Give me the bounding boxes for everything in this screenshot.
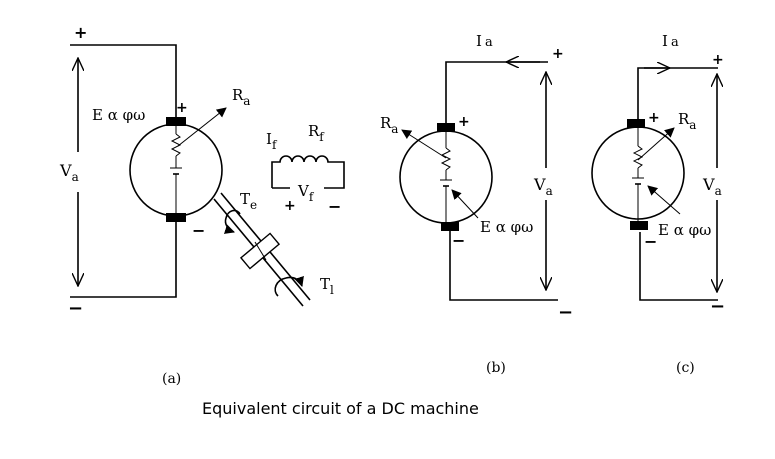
emf-label: E α φω	[480, 218, 533, 236]
top-wire	[70, 44, 177, 118]
emf-label: E α φω	[92, 106, 145, 124]
armature-resistor	[440, 147, 452, 171]
brush-minus: −	[192, 221, 205, 240]
brush-minus: −	[644, 232, 657, 251]
top-brush	[627, 119, 645, 128]
va-label: Va	[59, 161, 79, 184]
top-brush	[166, 117, 186, 126]
tl-label: Tl	[320, 275, 334, 297]
top-wire	[637, 67, 718, 119]
va-label: Va	[533, 175, 553, 198]
terminal-plus: +	[552, 46, 564, 62]
if-label: If	[266, 130, 278, 152]
emf-label: E α φω	[658, 221, 711, 239]
ra-label: Ra	[678, 110, 696, 132]
tl-arrow	[274, 275, 304, 297]
panel-label: (c)	[676, 360, 695, 376]
ra-leader	[637, 127, 675, 161]
field-winding	[271, 155, 345, 189]
emf-leader	[647, 185, 681, 215]
ra-label: Ra	[380, 114, 398, 136]
bottom-brush	[441, 222, 459, 231]
coupling-divider	[254, 241, 267, 261]
rf-label: Rf	[308, 122, 325, 144]
figure-caption: Equivalent circuit of a DC machine	[202, 399, 479, 418]
panel-label: (a)	[162, 371, 181, 387]
vf-label: Vf	[297, 182, 315, 204]
terminal-plus: +	[74, 23, 87, 42]
bottom-brush	[630, 221, 648, 230]
brush-minus: −	[452, 231, 465, 250]
field-minus: −	[328, 197, 341, 216]
bottom-brush	[166, 213, 186, 222]
te-label: Te	[240, 190, 257, 212]
te-arrow	[223, 209, 241, 234]
ra-leader	[177, 107, 227, 147]
terminal-minus: −	[68, 298, 83, 319]
panel-a: + − Va + − Ra E α φω If Rf Vf + −	[59, 23, 345, 387]
va-label: Va	[702, 175, 722, 198]
ra-label: Ra	[232, 86, 250, 108]
ra-leader	[401, 129, 447, 159]
top-brush	[437, 123, 455, 132]
terminal-minus: −	[558, 302, 573, 323]
panel-label: (b)	[486, 360, 506, 376]
brush-plus: +	[458, 114, 470, 130]
brush-plus: +	[176, 100, 188, 116]
terminal-plus: +	[712, 52, 724, 68]
brush-plus: +	[648, 110, 660, 126]
field-plus: +	[284, 198, 296, 214]
bottom-wire	[449, 230, 558, 301]
bottom-wire	[70, 222, 177, 298]
terminal-minus: −	[710, 296, 725, 317]
emf-leader	[451, 189, 479, 219]
bottom-wire	[639, 232, 718, 301]
